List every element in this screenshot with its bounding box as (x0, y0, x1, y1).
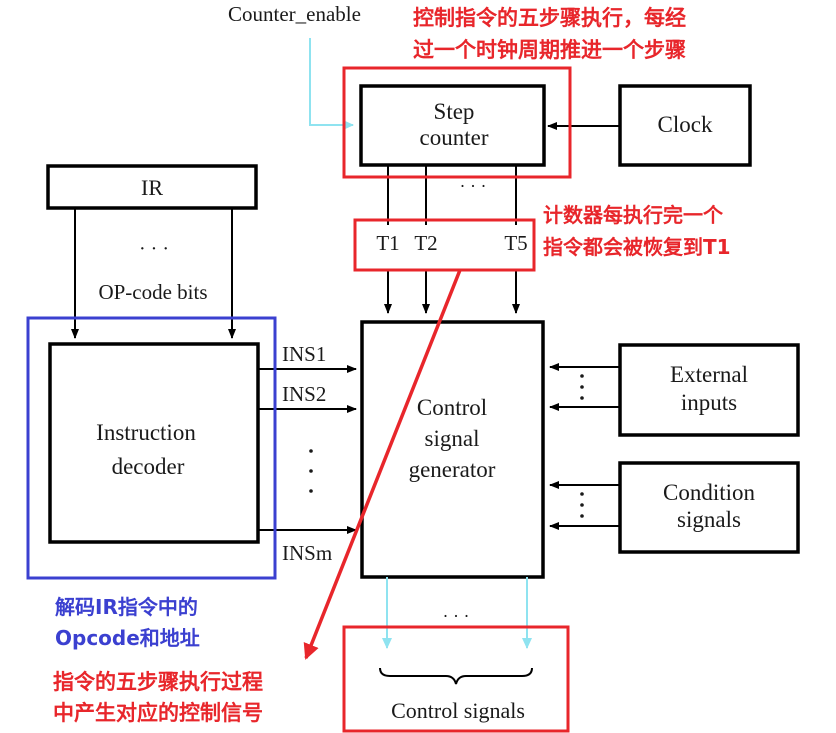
step-counter-label-line1: Step (434, 99, 475, 124)
counter-reset-note-line2: 指令都会被恢复到T1 (543, 235, 731, 259)
ins-vertical-dots (309, 449, 313, 493)
step-counter-note-line1: 控制指令的五步骤执行，每经 (413, 6, 686, 30)
external-inputs-dots (580, 374, 584, 400)
control-signal-generator-box (360, 320, 545, 579)
csg-label-line1: Control (417, 395, 487, 420)
control-signals-highlight (342, 625, 570, 733)
counter-enable-label: Counter_enable (228, 2, 361, 26)
counter-enable-line (309, 38, 354, 130)
decoder-note-line1: 解码IR指令中的 (55, 595, 198, 619)
decoder-label-line1: Instruction (96, 420, 196, 445)
step-outputs-dots: · · · (460, 176, 487, 196)
t2-label: T2 (414, 231, 437, 255)
condition-signals-label-line1: Condition (663, 480, 756, 505)
insm-label: INSm (282, 541, 332, 565)
ir-box (46, 164, 258, 210)
control-signals-label: Control signals (391, 698, 525, 723)
control-signal-dots: · · · (443, 606, 470, 626)
condition-signals-box (618, 461, 800, 554)
decoder-label-line2: decoder (112, 454, 185, 479)
step-counter-label-line2: counter (420, 125, 489, 150)
ins2-label: INS2 (282, 382, 326, 406)
red-annotation-arrow (303, 269, 462, 660)
ins1-label: INS1 (282, 342, 326, 366)
csg-label-line3: generator (409, 457, 496, 482)
ir-dots: · · · (139, 238, 169, 260)
external-inputs-label-line2: inputs (681, 390, 737, 415)
control-signal-note-line1: 指令的五步骤执行过程 (53, 670, 263, 694)
timing-signals-highlight (353, 218, 536, 272)
counter-reset-note-line1: 计数器每执行完一个 (543, 203, 724, 227)
decoder-highlight (26, 316, 277, 580)
condition-signals-dots (580, 492, 584, 518)
control-signal-note-line2: 中产生对应的控制信号 (53, 701, 263, 725)
external-inputs-box (618, 343, 800, 437)
csg-label-line2: signal (425, 426, 480, 451)
t5-label: T5 (504, 231, 527, 255)
step-counter-box (359, 84, 546, 167)
decoder-note-line2: Opcode和地址 (55, 626, 200, 650)
ir-label: IR (141, 175, 163, 200)
control-signals-brace (379, 667, 533, 685)
step-counter-highlight (342, 66, 572, 179)
external-inputs-label-line1: External (670, 362, 748, 387)
instruction-decoder-box (48, 342, 260, 544)
clock-label: Clock (658, 112, 713, 137)
t1-label: T1 (376, 231, 399, 255)
step-counter-note-line2: 过一个时钟周期推进一个步骤 (413, 38, 686, 62)
opcode-bits-label: OP-code bits (98, 280, 207, 304)
clock-box (618, 84, 752, 167)
condition-signals-label-line2: signals (677, 507, 741, 532)
